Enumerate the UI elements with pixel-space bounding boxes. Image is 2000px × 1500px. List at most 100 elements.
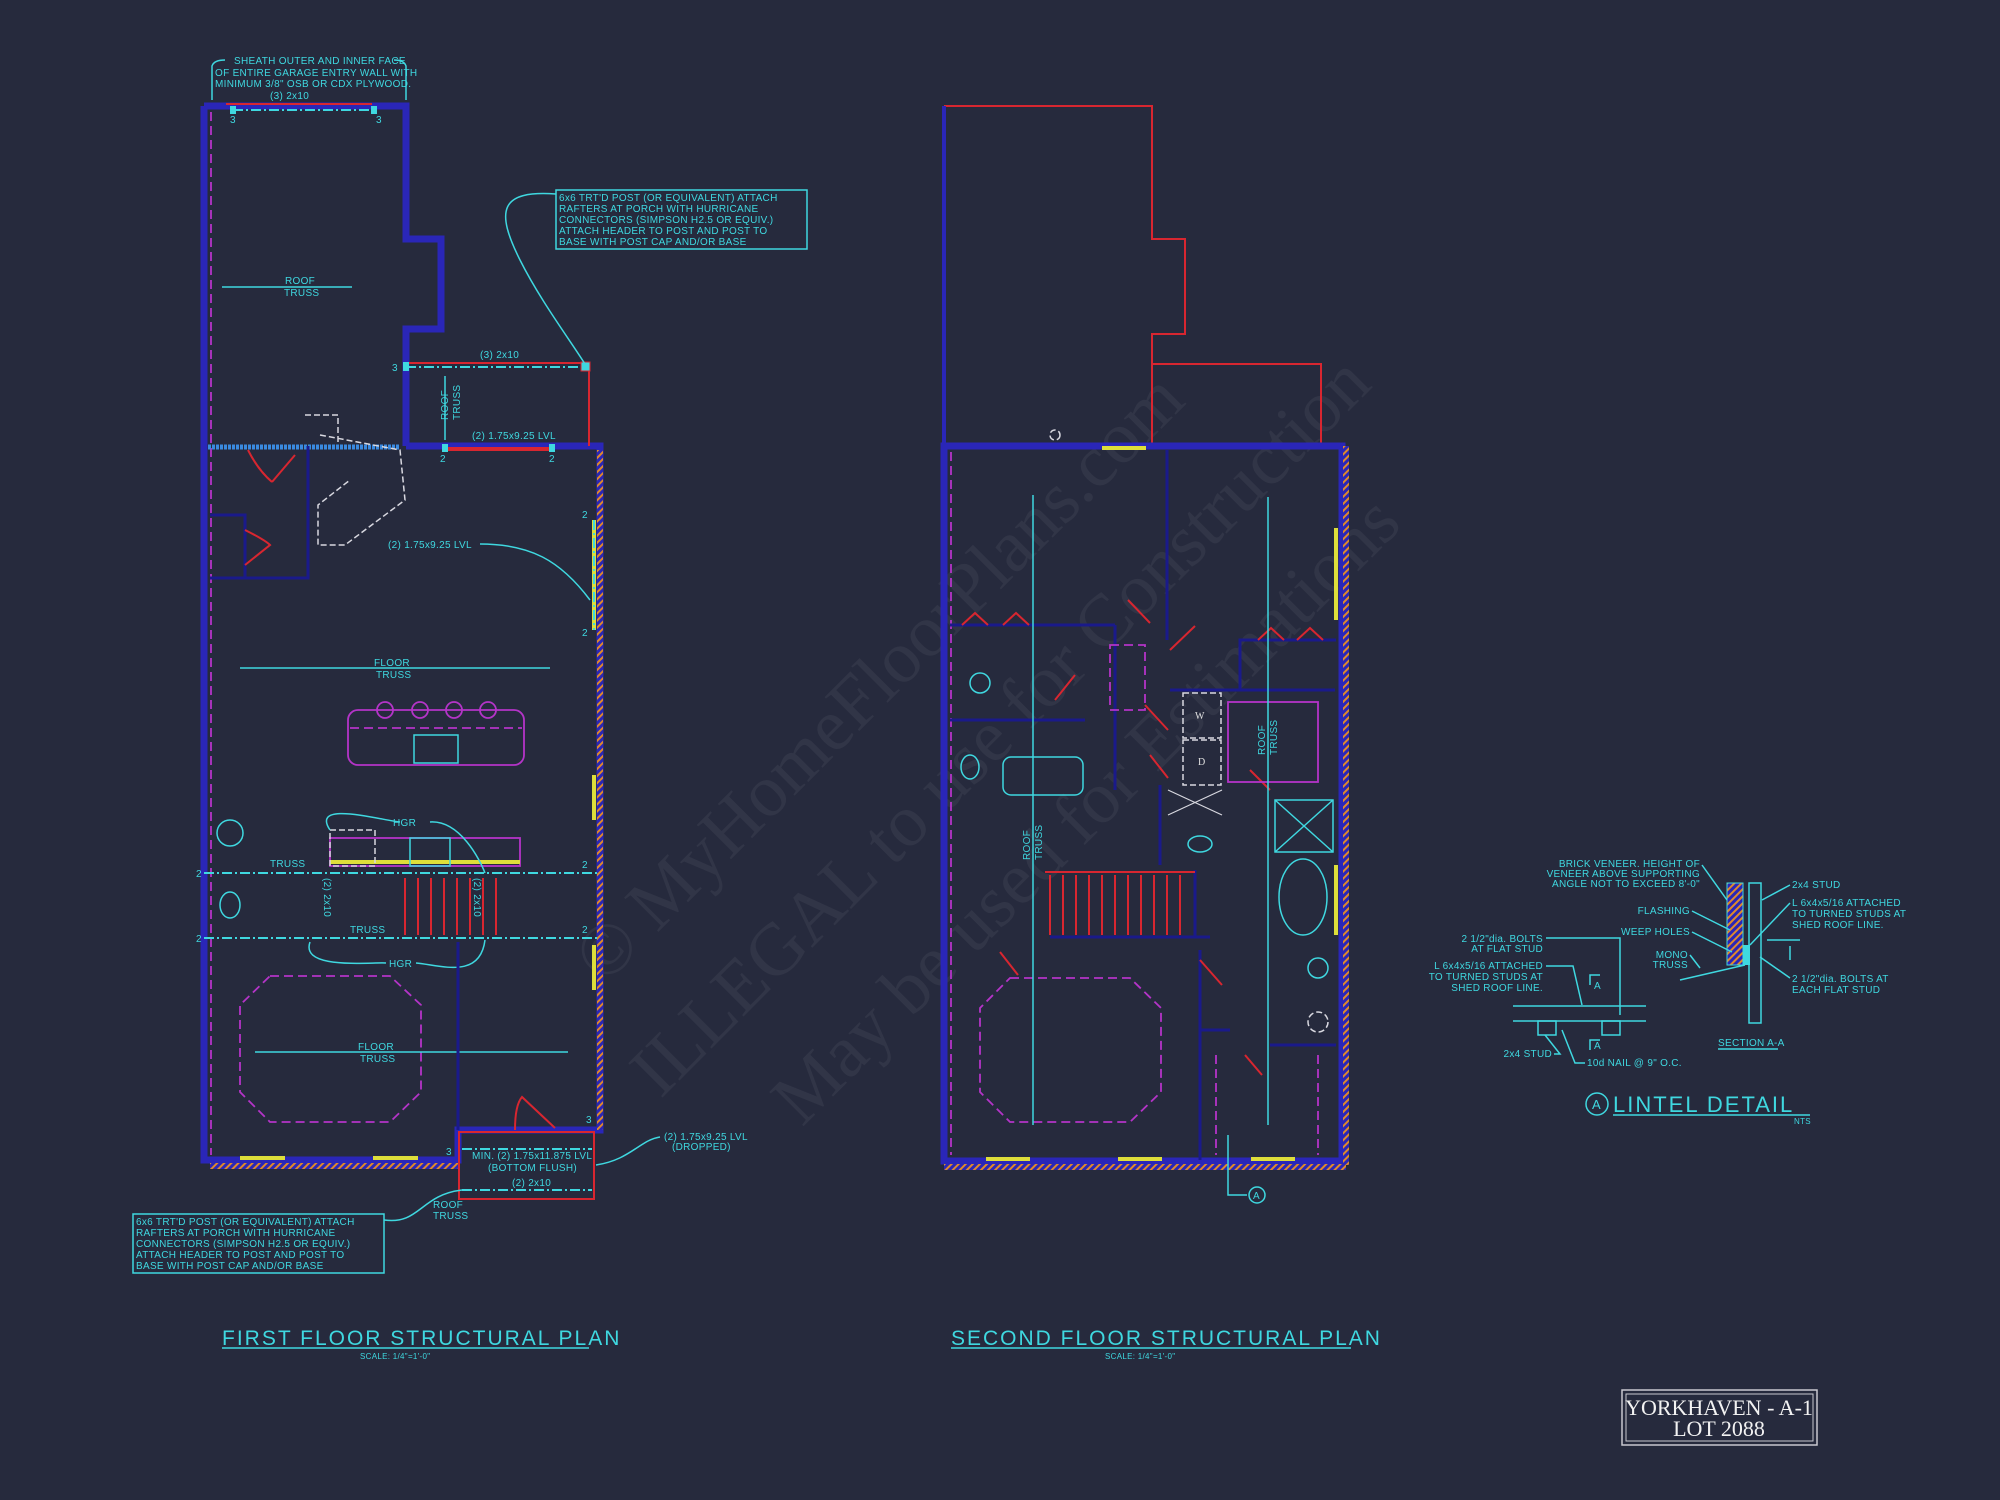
note-box [132, 1213, 385, 1274]
post-marker [549, 444, 555, 452]
stair-treads [404, 878, 497, 935]
angle-note: L 6x4x5/16 ATTACHED [1792, 898, 1901, 909]
watermark: © MyHomeFloorPlans.com ILLEGAL to use fo… [558, 340, 1416, 1140]
leader-lines [1544, 937, 1621, 1064]
roof-truss-label: TRUSS [1269, 720, 1280, 755]
floor-truss-label: FLOOR [374, 658, 410, 669]
section-marker [1248, 1186, 1266, 1204]
min-lvl-label: MIN. (2) 1.75x11.875 LVL [472, 1151, 592, 1162]
stud-label: 2x4 STUD [1503, 1049, 1552, 1060]
porch-post-note-bottom: 6x6 TRT'D POST (OR EQUIVALENT) ATTACH RA… [132, 1213, 385, 1274]
angle-note: TO TURNED STUDS AT [1429, 972, 1543, 983]
brick-note: BRICK VENEER. HEIGHT OF [1559, 859, 1700, 870]
lintel-detail-title: LINTEL DETAIL [1613, 1092, 1794, 1117]
flashing-label: FLASHING [1638, 906, 1690, 917]
flat-stud [1537, 1020, 1557, 1036]
brick-note: VENEER ABOVE SUPPORTING [1547, 869, 1700, 880]
stool [376, 701, 394, 719]
dining-table-outline [239, 975, 422, 1123]
stair-treads [1045, 871, 1195, 935]
door-swing [244, 529, 272, 566]
section-cut-mark [1589, 974, 1600, 1050]
section-cut-leader [1227, 1135, 1247, 1196]
door-swing [514, 1095, 556, 1131]
interior-wall [210, 446, 310, 580]
bottom-flush-label: (BOTTOM FLUSH) [488, 1163, 577, 1174]
bolts-note: EACH FLAT STUD [1792, 985, 1880, 996]
nail-note: 10d NAIL @ 9" O.C. [1587, 1058, 1682, 1069]
door-swing [247, 449, 296, 483]
attic-access [1049, 429, 1061, 441]
vanity-sink [1307, 957, 1329, 979]
nts-label: NTS [1794, 1117, 1811, 1126]
post-marker [230, 106, 236, 114]
post-count: 2 [549, 454, 555, 465]
note-line: 6x6 TRT'D POST (OR EQUIVALENT) ATTACH [559, 193, 778, 204]
angle-note: SHED ROOF LINE. [1451, 983, 1543, 994]
stool [479, 701, 497, 719]
stair-beam-label: (2) 2x10 [471, 878, 482, 917]
mono-truss-label: MONO [1656, 950, 1688, 961]
bed-outline [979, 977, 1162, 1123]
lintel-detail: BRICK VENEER. HEIGHT OF VENEER ABOVE SUP… [1429, 859, 1906, 1126]
roof-truss-label: TRUSS [1034, 825, 1045, 860]
water-heater [216, 819, 244, 847]
post-count: 3 [586, 1115, 592, 1126]
soaking-tub [1278, 858, 1328, 936]
angle-note: SHED ROOF LINE. [1792, 920, 1884, 931]
post-marker [371, 106, 377, 114]
post-count: 3 [392, 363, 398, 374]
cut-mark-label: A [1594, 1041, 1601, 1052]
lvl-top-label: (2) 1.75x9.25 LVL [472, 431, 556, 442]
note-box [555, 189, 808, 250]
note-bracket [211, 59, 407, 100]
post-count: 3 [230, 115, 236, 126]
watermark-line-3: May be used for Estimations [756, 480, 1416, 1140]
front-porch-outline [458, 1131, 595, 1200]
stud-section [1748, 882, 1762, 1024]
leader-line [479, 543, 591, 601]
note-line: OF ENTIRE GARAGE ENTRY WALL WITH [215, 68, 417, 79]
floor-truss-label: FLOOR [358, 1042, 394, 1053]
first-floor-scale: SCALE: 1/4"=1'-0" [360, 1352, 430, 1361]
post-count: 2 [196, 869, 202, 880]
roof-truss-label: ROOF [440, 390, 451, 420]
dimension-mark [1767, 939, 1800, 960]
leader-lines [1689, 864, 1733, 969]
note-line: CONNECTORS (SIMPSON H2.5 OR EQUIV.) [559, 215, 773, 226]
roof-truss-label: ROOF [1257, 725, 1268, 755]
note-line: MINIMUM 3/8" OSB OR CDX PLYWOOD. [215, 79, 411, 90]
vanity-sink [1307, 1011, 1329, 1033]
section-title: SECTION A-A [1718, 1038, 1785, 1049]
title-block-frame [1621, 1389, 1818, 1446]
second-floor-plan: W D ROOF TRUSS ROOF TRUSS A SECOND FLOOR… [940, 105, 1382, 1361]
bolts-note: 2 1/2"dia. BOLTS AT [1792, 974, 1889, 985]
note-line: 6x6 TRT'D POST (OR EQUIVALENT) ATTACH [136, 1217, 355, 1228]
exterior-wall [200, 106, 604, 1164]
first-floor-plan: 3 3 3 2 2 (2) 1.75x9.25 LVL (2) 1.75x9.2… [132, 56, 808, 1361]
leader-line [595, 1136, 661, 1166]
second-floor-title: SECOND FLOOR STRUCTURAL PLAN [951, 1327, 1382, 1350]
porch-post [580, 361, 591, 372]
roof-truss-label: ROOF [1022, 830, 1033, 860]
cut-mark-label: A [1594, 981, 1601, 992]
roof-truss-label: TRUSS [433, 1211, 468, 1222]
closet-door [961, 611, 1324, 641]
steel-angle [1743, 945, 1750, 965]
roof-truss-label: TRUSS [452, 385, 463, 420]
closet-shelf [1227, 701, 1319, 783]
post-count: 2 [582, 510, 588, 521]
first-floor-title: FIRST FLOOR STRUCTURAL PLAN [222, 1327, 621, 1350]
stud-label: 2x4 STUD [1792, 880, 1841, 891]
cooktop [409, 837, 451, 867]
title-block: YORKHAVEN - A-1 LOT 2088 [1621, 1389, 1818, 1446]
title-block-frame-inner [1625, 1393, 1814, 1442]
bolts-note: 2 1/2"dia. BOLTS [1461, 934, 1543, 945]
note-line: RAFTERS AT PORCH WITH HURRICANE [136, 1228, 336, 1239]
kitchen-island [347, 709, 525, 766]
garage-header-label: (3) 2x10 [270, 91, 309, 102]
lot-number: LOT 2088 [1673, 1416, 1765, 1441]
note-line: RAFTERS AT PORCH WITH HURRICANE [559, 204, 759, 215]
hanger-label: HGR [393, 818, 416, 829]
